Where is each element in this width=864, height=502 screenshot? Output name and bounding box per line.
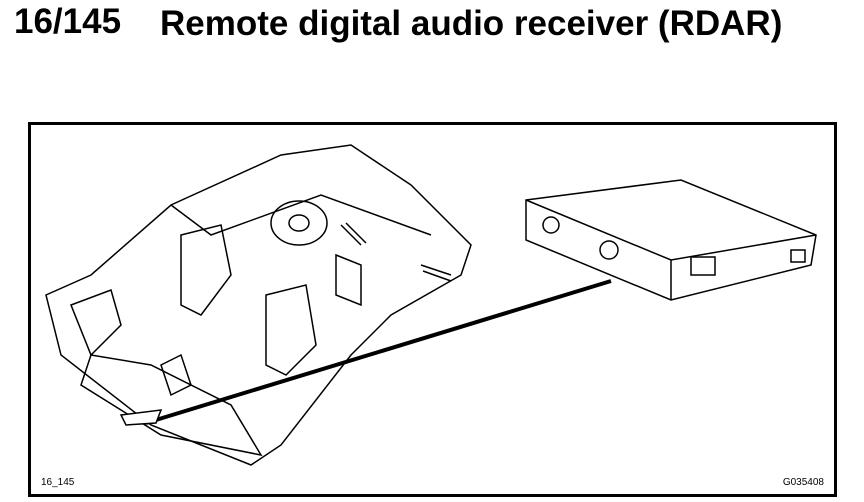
- figure-label-right: G035408: [782, 477, 824, 488]
- figure-label-left: 16_145: [41, 477, 75, 488]
- section-number: 16/145: [14, 2, 122, 41]
- page-title: Remote digital audio receiver (RDAR): [160, 4, 783, 43]
- car-interior-illustration: [45, 144, 817, 466]
- figure-frame: 16_145 G035408: [28, 122, 837, 497]
